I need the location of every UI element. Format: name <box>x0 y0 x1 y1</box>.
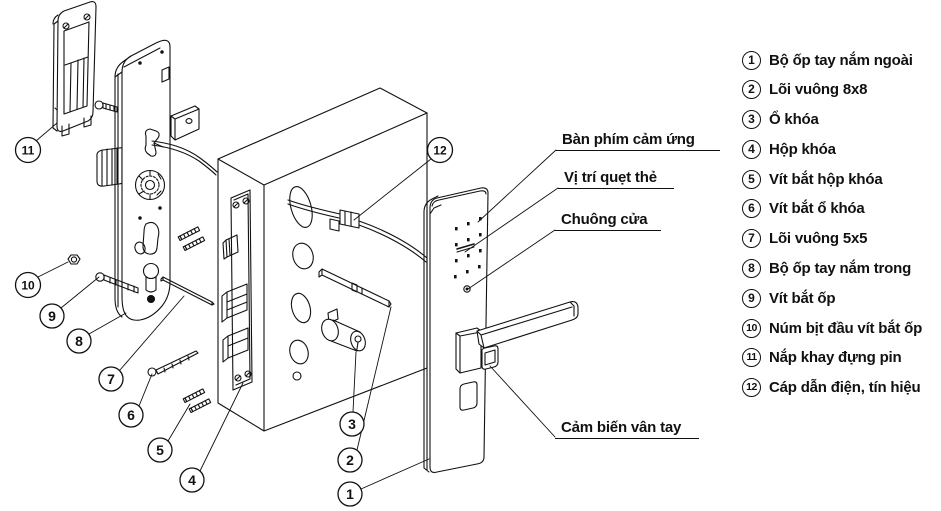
feature-label-leaders <box>464 149 559 438</box>
label-card-swipe: Vị trí quẹt thẻ <box>558 169 674 189</box>
callout-12-num: 12 <box>433 143 447 157</box>
latch-bolt <box>222 234 239 260</box>
callout-1: 1 <box>337 481 363 507</box>
callout-2: 2 <box>337 447 363 473</box>
legend-label-1: Bộ ốp tay nắm ngoài <box>769 51 913 69</box>
square-spindle-5x5 <box>160 276 215 306</box>
callout-11: 11 <box>14 136 42 164</box>
legend-item-6: 6 Vít bắt ổ khóa <box>742 199 922 219</box>
legend-item-5: 5 Vít bắt hộp khóa <box>742 169 922 189</box>
legend-item-3: 3 Ổ khóa <box>742 110 922 130</box>
legend-num-8: 8 <box>742 259 761 279</box>
callout-10-num: 10 <box>21 278 35 292</box>
legend-item-11: 11 Nắp khay đựng pin <box>742 348 922 368</box>
cap-nut <box>67 254 81 265</box>
callout-8-num: 8 <box>75 333 83 349</box>
legend-item-10: 10 Núm bịt đầu vít bắt ốp <box>742 318 922 338</box>
legend: 1 Bộ ốp tay nắm ngoài 2 Lõi vuông 8x8 3 Ổ k… <box>742 50 922 408</box>
lockbody-screw-pair-lower <box>182 388 212 414</box>
legend-label-10: Núm bịt đầu vít bắt ốp <box>769 319 923 337</box>
callout-9-num: 9 <box>48 308 56 324</box>
callout-11-num: 11 <box>22 143 35 157</box>
legend-item-1: 1 Bộ ốp tay nắm ngoài <box>742 50 922 70</box>
legend-num-12: 12 <box>742 378 761 398</box>
legend-label-8: Bộ ốp tay nắm trong <box>769 260 912 278</box>
battery-cover <box>52 1 97 137</box>
handle-hub <box>134 169 166 201</box>
mounting-bracket <box>170 105 200 141</box>
legend-num-11: 11 <box>742 348 761 368</box>
callout-3: 3 <box>339 411 365 437</box>
legend-label-12: Cáp dẫn điện, tín hiệu <box>769 379 921 397</box>
legend-label-11: Nắp khay đựng pin <box>769 349 902 367</box>
legend-label-2: Lõi vuông 8x8 <box>769 81 868 99</box>
legend-num-6: 6 <box>742 199 761 219</box>
cable-connector <box>329 209 360 232</box>
legend-num-5: 5 <box>742 169 761 189</box>
bracket-screw <box>94 100 118 113</box>
fingerprint-sensor <box>481 345 499 370</box>
legend-item-4: 4 Hộp khóa <box>742 139 922 159</box>
legend-item-2: 2 Lõi vuông 8x8 <box>742 80 922 100</box>
label-fingerprint: Cảm biến vân tay <box>555 419 699 439</box>
legend-item-8: 8 Bộ ốp tay nắm trong <box>742 259 922 279</box>
callout-4-num: 4 <box>188 472 196 488</box>
key-cover <box>459 381 478 411</box>
cylinder-screw <box>147 350 199 377</box>
legend-item-12: 12 Cáp dẫn điện, tín hiệu <box>742 378 922 398</box>
legend-num-2: 2 <box>742 80 761 100</box>
keypad <box>454 217 482 279</box>
callout-2-num: 2 <box>346 452 354 468</box>
legend-label-9: Vít bắt ốp <box>769 289 836 307</box>
lockbody-screw-pair-upper <box>177 226 206 252</box>
callout-12: 12 <box>426 136 454 164</box>
door-body <box>217 87 428 432</box>
label-doorbell: Chuông cửa <box>555 211 661 231</box>
cylinder-cutout <box>142 262 160 304</box>
callout-5-num: 5 <box>156 442 164 458</box>
legend-num-9: 9 <box>742 288 761 308</box>
legend-label-6: Vít bắt ổ khóa <box>769 200 865 218</box>
callout-5: 5 <box>147 437 173 463</box>
door-holes <box>289 186 314 381</box>
legend-item-9: 9 Vít bắt ốp <box>742 288 922 308</box>
callout-6: 6 <box>118 402 144 428</box>
mortise-lock-faceplate <box>221 189 253 391</box>
lock-cylinder <box>321 308 366 352</box>
square-spindle-8x8 <box>318 268 392 308</box>
inner-escutcheon <box>94 39 200 321</box>
callout-7-num: 7 <box>107 371 115 387</box>
label-keypad: Bàn phím cảm ứng <box>556 131 720 151</box>
callout-balloons: 1 2 3 4 5 6 7 8 9 10 11 12 <box>14 136 454 507</box>
legend-num-4: 4 <box>742 139 761 159</box>
callout-10: 10 <box>14 271 42 299</box>
callout-8: 8 <box>66 328 92 354</box>
outer-handle <box>455 301 579 374</box>
legend-num-10: 10 <box>742 318 761 338</box>
cover-screw <box>95 272 139 294</box>
callout-6-num: 6 <box>127 407 135 423</box>
callout-7: 7 <box>98 366 124 392</box>
callout-3-num: 3 <box>348 416 356 432</box>
legend-num-1: 1 <box>742 50 761 70</box>
legend-item-7: 7 Lõi vuông 5x5 <box>742 229 922 249</box>
cable-connector-segment <box>287 199 428 263</box>
legend-label-5: Vít bắt hộp khóa <box>769 170 883 188</box>
outer-escutcheon <box>423 187 579 473</box>
legend-label-3: Ổ khóa <box>769 111 819 129</box>
callout-1-num: 1 <box>346 486 354 502</box>
cable-inner-segment <box>151 140 218 176</box>
legend-label-7: Lõi vuông 5x5 <box>769 230 868 248</box>
callout-9: 9 <box>39 303 65 329</box>
legend-label-4: Hộp khóa <box>769 140 836 158</box>
legend-num-7: 7 <box>742 229 761 249</box>
legend-num-3: 3 <box>742 110 761 130</box>
callout-4: 4 <box>179 467 205 493</box>
deadbolt <box>221 283 249 363</box>
callout-leaders <box>35 122 432 490</box>
